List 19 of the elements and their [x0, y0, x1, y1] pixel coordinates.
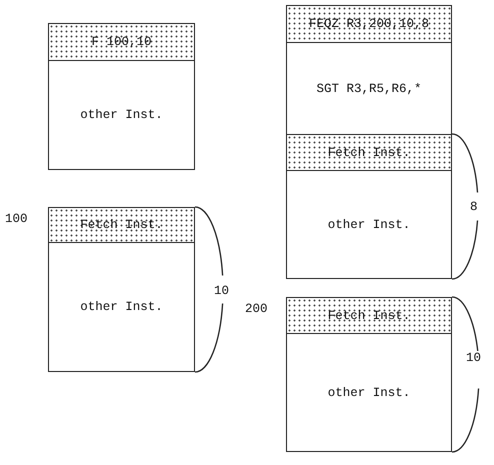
shaded-instruction-cell [286, 134, 452, 171]
instruction-text: F 100,10 [91, 35, 152, 49]
instruction-cell [48, 60, 195, 170]
instruction-cell [286, 333, 452, 452]
address-label: 100 [5, 212, 28, 226]
instruction-text: Fetch Inst. [328, 308, 410, 322]
instruction-text: other Inst. [80, 108, 163, 122]
instruction-text: FEQZ R3,200,10,8 [308, 17, 430, 31]
instruction-text: other Inst. [80, 300, 163, 314]
instruction-text: other Inst. [328, 386, 410, 400]
instruction-cell [48, 242, 195, 372]
instruction-text: other Inst. [328, 218, 410, 232]
instruction-cell [286, 170, 452, 279]
instruction-text: Fetch Inst. [328, 146, 410, 160]
instruction-text: SGT R3,R5,R6,* [316, 82, 422, 96]
address-label: 200 [245, 302, 268, 316]
shaded-instruction-cell [48, 23, 195, 61]
instruction-text: Fetch Inst. [80, 218, 163, 232]
shaded-instruction-cell [286, 5, 452, 43]
